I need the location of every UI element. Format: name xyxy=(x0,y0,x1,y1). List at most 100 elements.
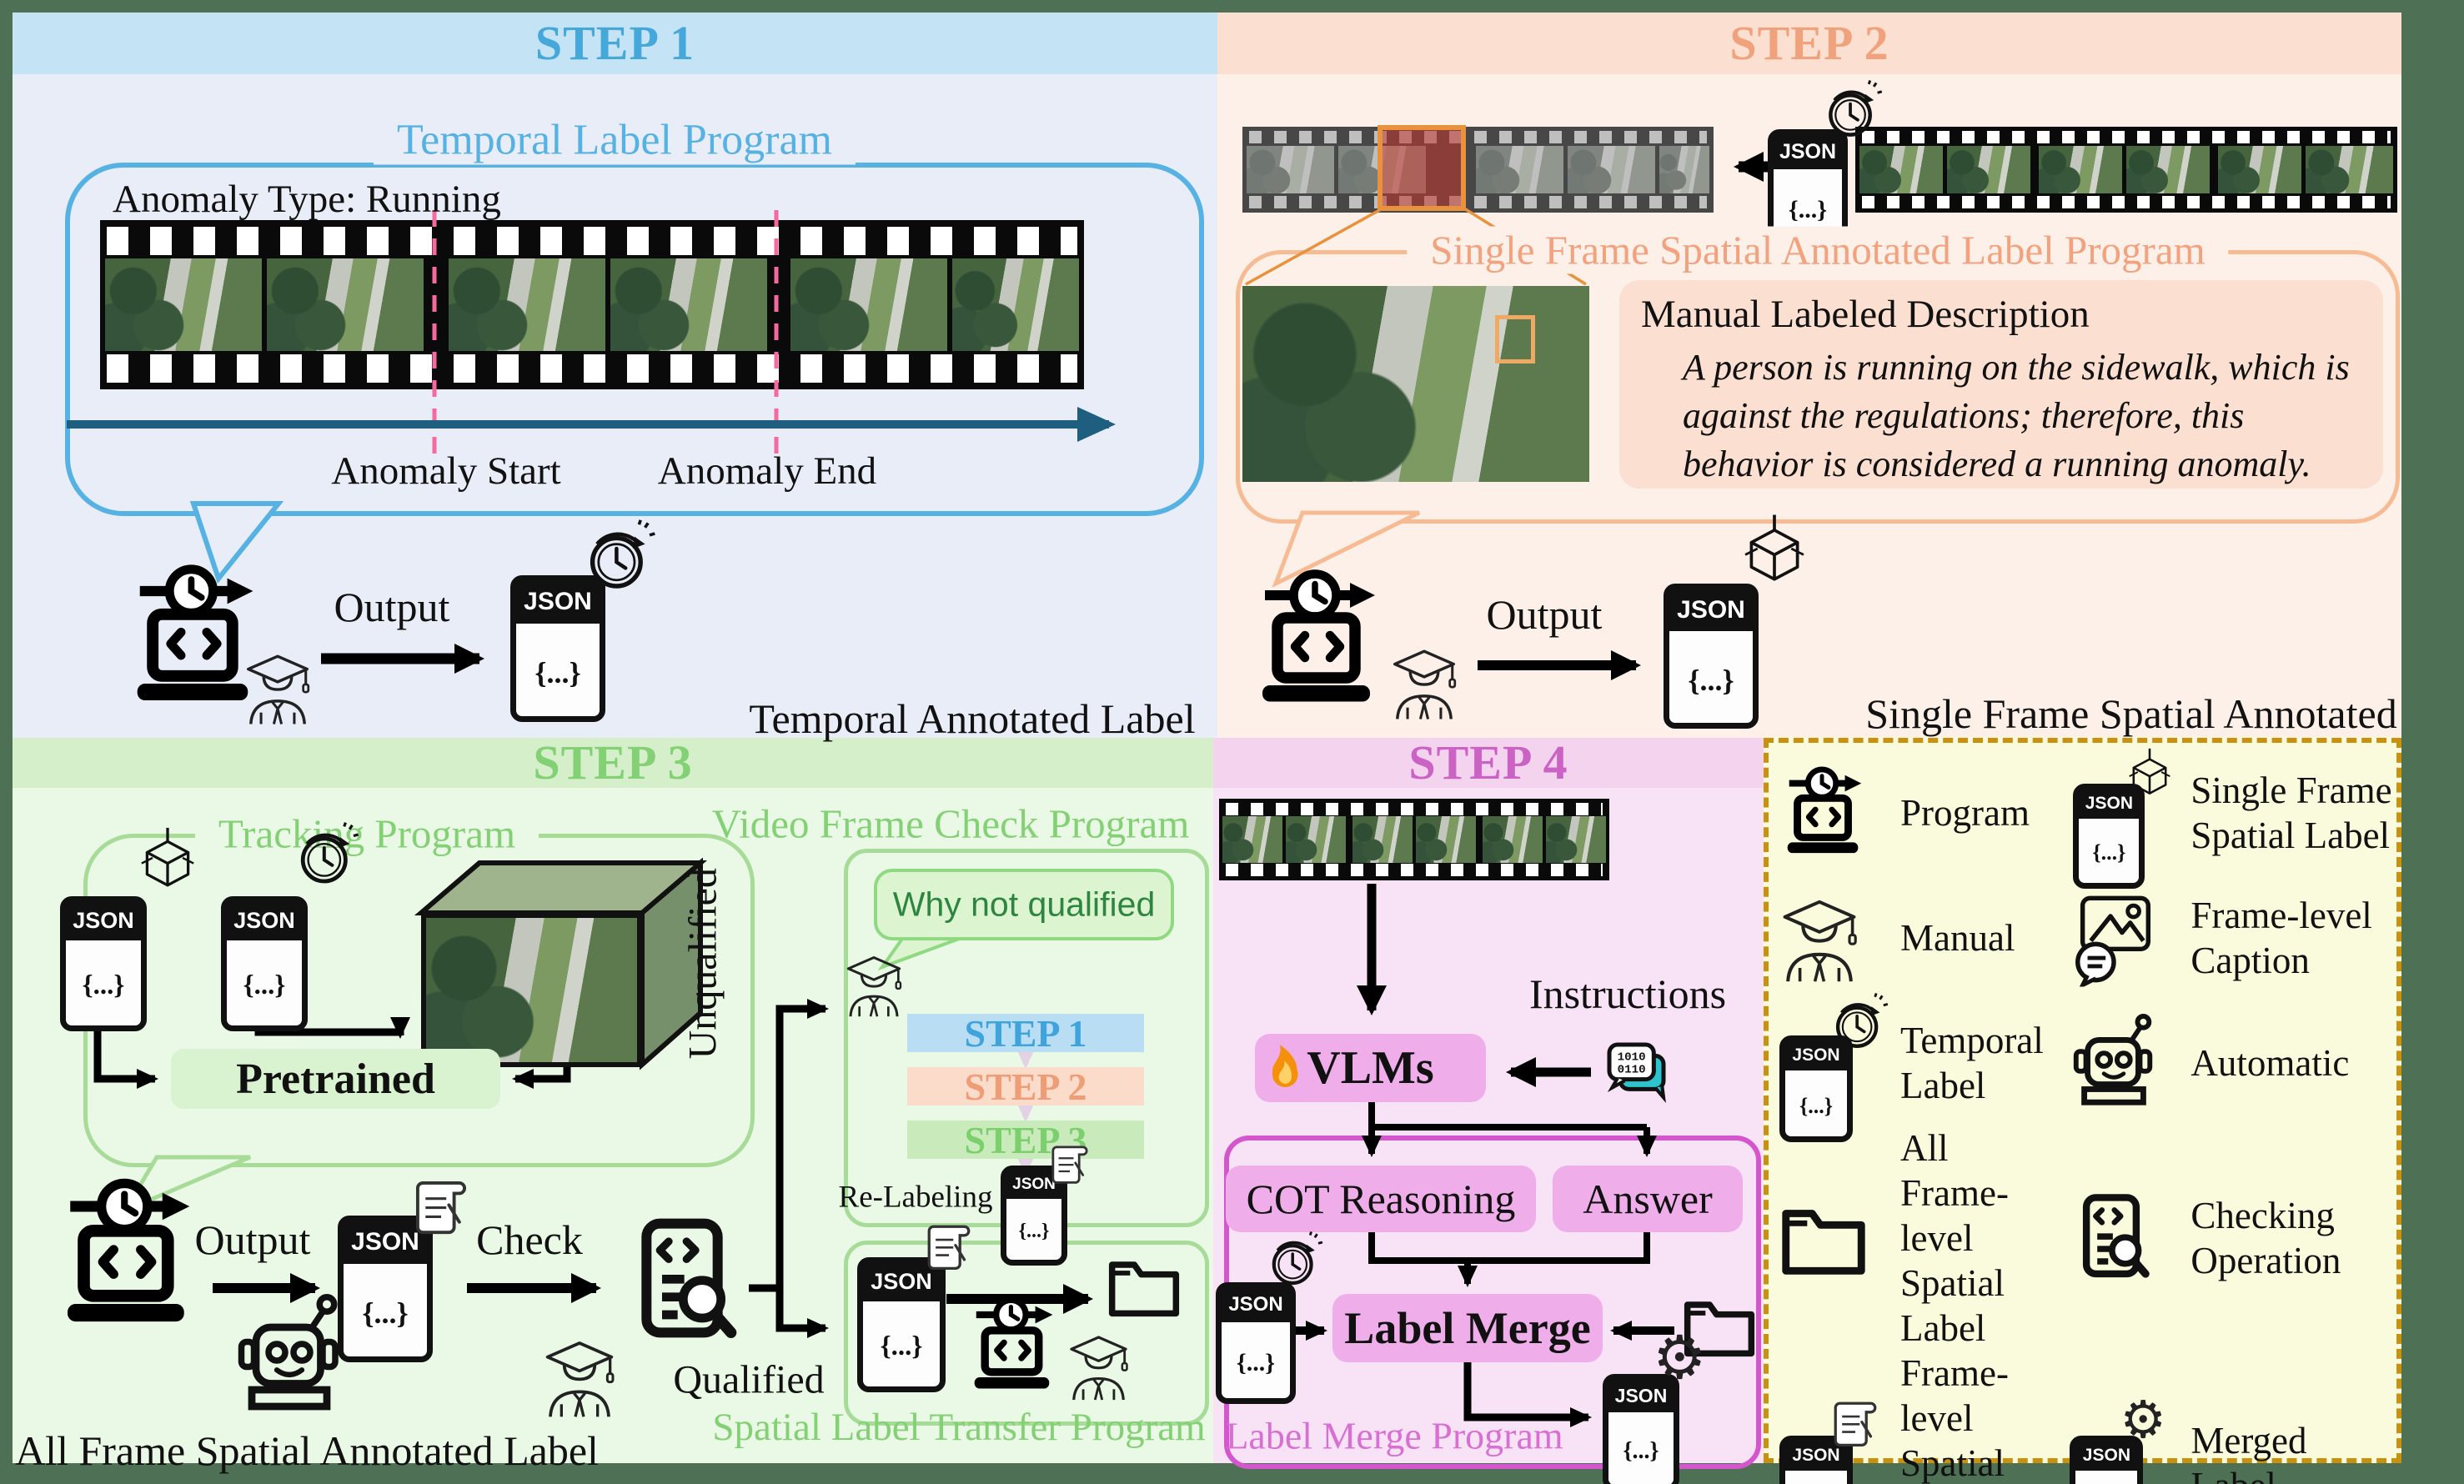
legend-item: All Frame-level Spatial Label xyxy=(1774,1126,2058,1351)
cot-reasoning-label: COT Reasoning xyxy=(1246,1176,1516,1222)
video-spatial-label-icon: JSON{...} xyxy=(1774,1401,1879,1484)
highlighted-anomaly-frame xyxy=(1378,125,1466,211)
legend-item: JSON{...} Temporal Label xyxy=(1774,1000,2058,1142)
pretrained-box: Pretrained xyxy=(171,1049,500,1109)
video-frame xyxy=(1483,816,1543,863)
video-frame xyxy=(1476,146,1563,193)
legend-label: Frame-level Spatial Label of a Video xyxy=(1900,1352,2009,1484)
video-frame xyxy=(1659,146,1709,193)
video-spatial-json-icon: JSON {...} xyxy=(857,1257,946,1392)
step2-faded-film-strip xyxy=(1242,127,1714,213)
film-sprockets xyxy=(1226,864,1603,876)
legend-item: JSON{...} Frame-level Spatial Label of a… xyxy=(1774,1351,2058,1484)
temporal-json-icon: JSON {...} xyxy=(221,896,308,1031)
mini-step2-bar: STEP 2 xyxy=(907,1065,1144,1108)
zoom-leader-line xyxy=(1245,207,1383,286)
step4-header: STEP 4 xyxy=(1213,738,1764,788)
video-frame xyxy=(449,258,605,351)
step4-film-strip xyxy=(1219,799,1609,880)
single-frame-spatial-json-icon: JSON {...} xyxy=(1664,584,1759,729)
legend-label: Manual xyxy=(1900,917,2015,959)
automatic-icon xyxy=(227,1294,352,1419)
program-icon xyxy=(1774,750,1879,875)
frame-level-caption-icon xyxy=(2065,875,2169,1000)
instructions-label: Instructions xyxy=(1528,970,1727,1017)
program-icon xyxy=(1242,565,1393,715)
anomaly-type-label: Anomaly Type: Running xyxy=(113,178,501,221)
pretrained-label: Pretrained xyxy=(236,1055,435,1103)
video-frame xyxy=(1546,816,1606,863)
tracking-program-title: Tracking Program xyxy=(194,810,539,858)
manual-icon xyxy=(538,1331,621,1422)
legend-label: Merged Label xyxy=(2191,1420,2307,1484)
all-frame-json-icon: JSON {...} xyxy=(338,1216,433,1362)
gear-icon: ⚙ xyxy=(2120,1389,2166,1450)
manual-description-title: Manual Labeled Description xyxy=(1641,293,2090,336)
all-frame-folder-icon xyxy=(1102,1244,1186,1327)
manual-icon xyxy=(239,649,316,725)
video-frame xyxy=(1947,146,2030,193)
clock-icon xyxy=(582,519,657,594)
unqualified-label: Unqualified xyxy=(680,868,725,1060)
video-frame xyxy=(1222,816,1282,863)
single-frame-program-title: Single Frame Spatial Annotated Label Pro… xyxy=(1407,226,2229,274)
video-frame xyxy=(2126,146,2210,193)
cot-reasoning-box: COT Reasoning xyxy=(1226,1166,1536,1232)
program-icon xyxy=(961,1294,1065,1398)
bubble-tail xyxy=(189,501,284,584)
step1-film-strip xyxy=(100,220,1084,389)
manual-icon xyxy=(1063,1327,1134,1404)
step2-caption: Single Frame Spatial Annotated xyxy=(1865,690,2397,737)
spatial-transfer-title: Spatial Label Transfer Program xyxy=(712,1406,1206,1449)
qualified-path xyxy=(775,1288,829,1338)
step1-header: STEP 1 xyxy=(13,13,1217,74)
film-sprockets xyxy=(1862,196,2391,208)
film-sprockets xyxy=(1249,196,1707,208)
vlms-label: VLMs xyxy=(1307,1042,1434,1094)
video-frame-check-title: Video Frame Check Program xyxy=(711,800,1190,847)
answer-label: Answer xyxy=(1583,1176,1713,1222)
film-sprockets xyxy=(107,227,1077,255)
mini-step1-bar: STEP 1 xyxy=(907,1012,1144,1055)
video-frame xyxy=(790,258,947,351)
video-frame xyxy=(610,258,767,351)
check-label: Check xyxy=(476,1216,583,1263)
legend-label: Frame-level Caption xyxy=(2191,895,2372,981)
film-sprockets xyxy=(1226,803,1603,815)
manual-icon xyxy=(1386,644,1463,720)
unqualified-path xyxy=(749,999,829,1292)
legend-item: JSON{...} ⚙ Merged Label xyxy=(2065,1351,2398,1484)
scroll-icon xyxy=(1046,1141,1093,1187)
manual-icon xyxy=(841,949,907,1020)
legend-item: Manual xyxy=(1774,875,2058,1000)
person-bounding-box xyxy=(1495,315,1535,363)
video-frame xyxy=(2306,146,2393,193)
legend-label: Single Frame Spatial Label xyxy=(2191,770,2392,856)
video-frame xyxy=(2218,146,2301,193)
step3-header: STEP 3 xyxy=(13,738,1213,788)
label-merge-box: Label Merge xyxy=(1332,1294,1603,1362)
anomaly-start-label: Anomaly Start xyxy=(331,449,561,493)
cube-to-pretrained-arrow xyxy=(512,1067,571,1089)
scroll-icon xyxy=(409,1174,474,1239)
merge-output-arrow xyxy=(1463,1362,1592,1427)
label-merge-program-title: Label Merge Program xyxy=(1225,1414,1563,1457)
join-line xyxy=(1368,1232,1650,1264)
scroll-icon xyxy=(1828,1396,1883,1451)
bubble-tail xyxy=(1272,510,1421,589)
clock-icon xyxy=(294,821,360,888)
merged-label-json-icon: JSON {...} xyxy=(1603,1374,1679,1484)
temporal-label-json-icon: JSON {...} xyxy=(510,575,605,722)
output-label: Output xyxy=(194,1216,311,1263)
video-frame xyxy=(1286,816,1346,863)
legend-label: Checking Operation xyxy=(2191,1195,2341,1281)
step1-caption: Temporal Annotated Label xyxy=(749,695,1196,742)
bubble-tail xyxy=(119,1155,251,1216)
video-frame xyxy=(1352,816,1413,863)
video-frame xyxy=(1416,816,1476,863)
clock-icon xyxy=(1266,1231,1324,1289)
label-merge-label: Label Merge xyxy=(1344,1303,1591,1353)
answer-box: Answer xyxy=(1553,1166,1743,1232)
checking-operation-icon xyxy=(2065,1176,2169,1301)
